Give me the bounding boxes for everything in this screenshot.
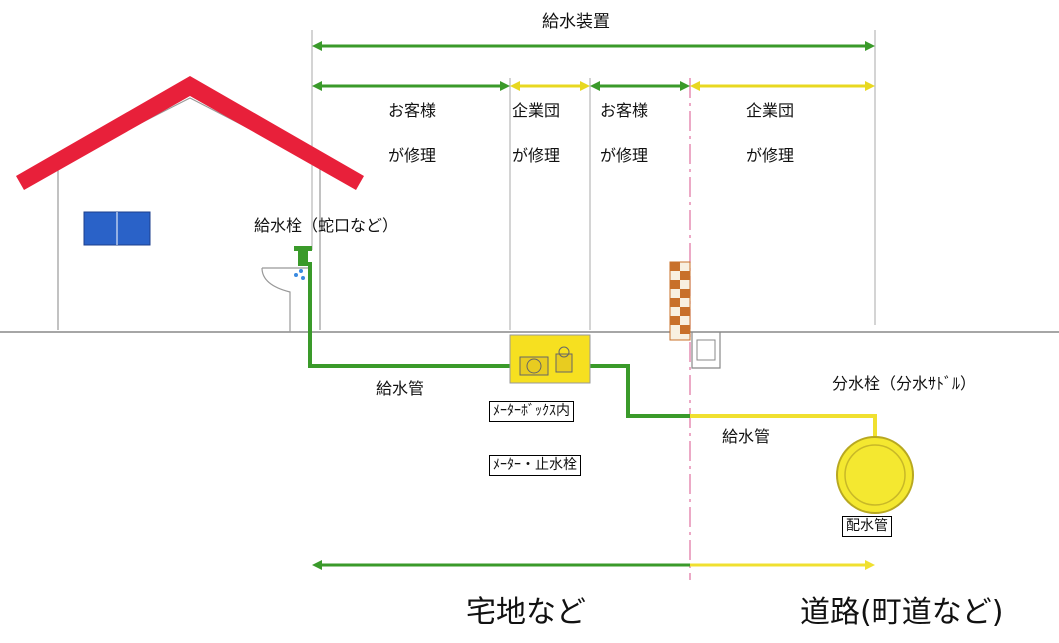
section-3-line2: が修理 <box>600 146 649 165</box>
supply-pipe-right-label: 給水管 <box>722 427 771 446</box>
section-arrows <box>312 81 875 91</box>
meter-box-label: ﾒｰﾀｰﾎﾞｯｸｽ内 <box>489 401 574 423</box>
section-1-line2: が修理 <box>388 146 437 165</box>
section-2-line1: 企業団 <box>512 101 561 120</box>
branch-valve-label: 分水栓（分水ｻﾄﾞﾙ） <box>832 374 977 393</box>
distribution-pipe-label: 配水管 <box>842 516 892 538</box>
meter-stop-label: ﾒｰﾀｰ・止水栓 <box>489 455 581 477</box>
supply-device-arrow <box>312 41 875 51</box>
supply-pipe-road <box>690 414 877 445</box>
supply-pipe-private <box>308 262 690 418</box>
section-4-line1: 企業団 <box>746 101 795 120</box>
supply-device-title: 給水装置 <box>542 12 610 32</box>
gutter <box>691 332 721 369</box>
house <box>16 76 364 330</box>
faucet-icon <box>261 246 312 332</box>
brick-wall <box>669 261 691 341</box>
faucet-label: 給水栓（蛇口など） <box>254 216 399 235</box>
supply-pipe-left-label: 給水管 <box>376 379 425 398</box>
residential-area-label: 宅地など <box>466 595 586 630</box>
distribution-main-icon <box>836 436 914 514</box>
section-3-line1: お客様 <box>600 101 649 120</box>
section-1-line1: お客様 <box>388 101 437 120</box>
section-2-line2: が修理 <box>512 146 561 165</box>
road-area-label: 道路(町道など) <box>800 595 1004 630</box>
meter-box-icon <box>509 334 591 384</box>
section-4-line2: が修理 <box>746 146 795 165</box>
section-dividers <box>311 30 876 330</box>
bottom-arrows <box>312 560 875 570</box>
